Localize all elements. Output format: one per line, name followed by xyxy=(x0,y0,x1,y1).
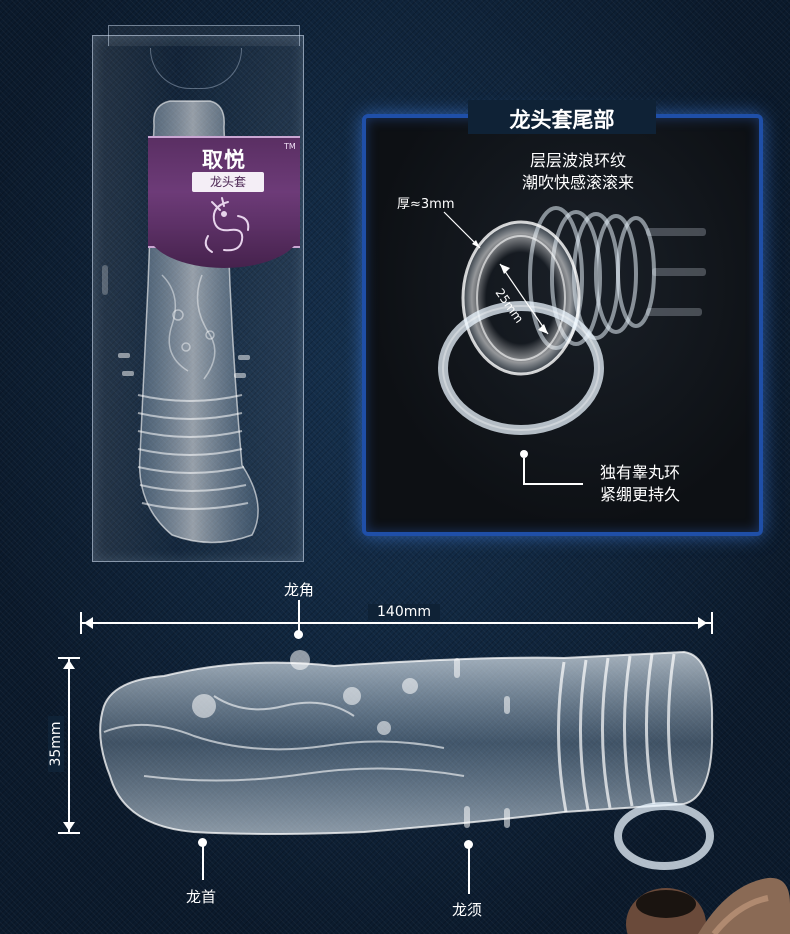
thickness-label: 厚≈3mm xyxy=(397,197,455,212)
length-arrow-right-icon xyxy=(698,617,707,629)
package-product-image xyxy=(102,100,259,544)
height-dimension-tick-bottom xyxy=(58,832,80,834)
model-photo-corner xyxy=(626,877,790,934)
whiskers-callout-dot xyxy=(464,840,473,849)
head-callout-line xyxy=(202,846,204,880)
whiskers-callout-label: 龙须 xyxy=(452,901,483,919)
height-label: 35mm xyxy=(48,716,64,772)
length-dimension-tick-left xyxy=(80,612,82,634)
ring-callout-line-horizontal xyxy=(523,483,583,485)
panel-title: 龙头套尾部 xyxy=(509,108,615,132)
product-name-tag: 龙头套 xyxy=(192,172,264,192)
horn-callout-label: 龙角 xyxy=(284,581,315,599)
sleeve-side-view-image xyxy=(99,650,714,870)
panel-title-backdrop xyxy=(468,100,656,134)
length-arrow-left-icon xyxy=(84,617,93,629)
whiskers-callout-line xyxy=(468,848,470,894)
horn-callout-dot xyxy=(294,630,303,639)
height-arrow-up-icon xyxy=(63,660,75,669)
head-callout-label: 龙首 xyxy=(186,888,217,906)
length-label: 140mm xyxy=(368,604,440,620)
dragon-emblem-icon xyxy=(204,197,250,253)
ring-feature-line2: 紧绷更持久 xyxy=(600,485,681,504)
height-dimension-line xyxy=(68,657,70,833)
brand-logo-text: 取悦 xyxy=(202,148,246,172)
height-dimension-tick-top xyxy=(58,657,80,659)
wave-rib-feature-line1: 层层波浪环纹 xyxy=(529,151,626,170)
head-callout-dot xyxy=(198,838,207,847)
horn-callout-line xyxy=(298,600,300,632)
length-dimension-line xyxy=(80,622,712,624)
tail-ring-image xyxy=(438,206,706,435)
ring-callout-line-vertical xyxy=(523,458,525,484)
wave-rib-feature-line2: 潮吹快感滚滚来 xyxy=(521,173,634,192)
trademark-mark: TM xyxy=(284,142,296,151)
ring-feature-line1: 独有睾丸环 xyxy=(600,463,681,482)
inset-callout-lines xyxy=(443,211,549,335)
length-dimension-tick-right xyxy=(711,612,713,634)
ring-callout-dot xyxy=(520,450,528,458)
height-arrow-down-icon xyxy=(63,822,75,831)
